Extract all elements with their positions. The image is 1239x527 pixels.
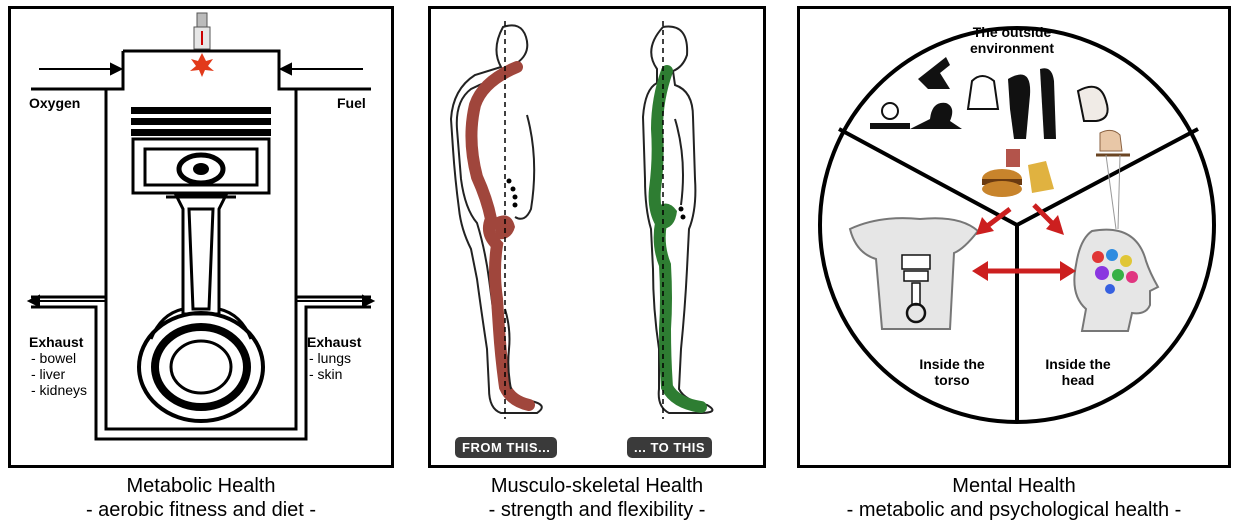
exhaust-left-item: - kidneys xyxy=(31,382,87,398)
exhaust-left-item: - bowel xyxy=(31,350,76,366)
inside-head-label: Inside the head xyxy=(1038,356,1118,388)
inside-torso-label: Inside the torso xyxy=(912,356,992,388)
posture-diagram-panel: FROM THIS... ... TO THIS xyxy=(428,6,766,468)
caption-subtitle: - metabolic and psychological health - xyxy=(797,498,1231,522)
caption-title: Mental Health xyxy=(797,474,1231,498)
mental-health-caption: Mental Health - metabolic and psychologi… xyxy=(797,474,1231,522)
to-this-badge: ... TO THIS xyxy=(627,437,712,458)
bad-posture-figure xyxy=(451,25,542,413)
exhaust-left-item: - liver xyxy=(31,366,65,382)
oxygen-label: Oxygen xyxy=(29,95,80,111)
good-posture-figure xyxy=(643,27,712,413)
caption-title: Musculo-skeletal Health xyxy=(428,474,766,498)
caption-title: Metabolic Health xyxy=(8,474,394,498)
exhaust-right-label: Exhaust xyxy=(307,334,361,350)
mental-health-pie-illustration xyxy=(800,9,1228,465)
musculoskeletal-health-caption: Musculo-skeletal Health - strength and f… xyxy=(428,474,766,522)
engine-diagram-panel: Oxygen Fuel Exhaust - bowel - liver - ki… xyxy=(8,6,394,468)
outside-environment-label: The outside environment xyxy=(967,24,1057,56)
metabolic-health-caption: Metabolic Health - aerobic fitness and d… xyxy=(8,474,394,522)
caption-subtitle: - aerobic fitness and diet - xyxy=(8,498,394,522)
posture-illustration xyxy=(431,9,763,465)
mental-health-diagram-panel: The outside environment Inside the torso… xyxy=(797,6,1231,468)
exhaust-left-label: Exhaust xyxy=(29,334,83,350)
exhaust-right-item: - lungs xyxy=(309,350,351,366)
fuel-label: Fuel xyxy=(337,95,366,111)
exhaust-right-item: - skin xyxy=(309,366,342,382)
spark-plug-icon xyxy=(190,13,214,77)
from-this-badge: FROM THIS... xyxy=(455,437,557,458)
caption-subtitle: - strength and flexibility - xyxy=(428,498,766,522)
